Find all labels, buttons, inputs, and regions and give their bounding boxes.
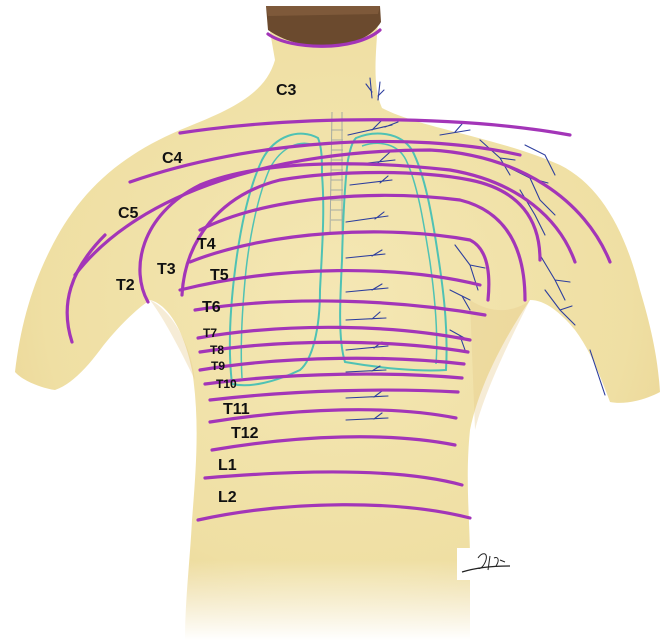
label-t12: T12 xyxy=(231,425,259,442)
label-t5: T5 xyxy=(210,267,229,284)
label-t6: T6 xyxy=(202,299,221,316)
label-t11: T11 xyxy=(223,401,250,418)
label-t2: T2 xyxy=(116,277,135,294)
skin-shading xyxy=(470,300,530,430)
label-t8: T8 xyxy=(210,343,224,357)
label-t4: T4 xyxy=(197,236,216,253)
label-c4: C4 xyxy=(162,150,183,167)
label-l1: L1 xyxy=(218,457,237,474)
label-t9: T9 xyxy=(211,359,225,373)
label-c5: C5 xyxy=(118,205,139,222)
torso-silhouette xyxy=(15,20,660,640)
label-t3: T3 xyxy=(157,261,176,278)
artist-signature xyxy=(457,548,515,580)
label-t7: T7 xyxy=(203,326,217,340)
label-c3: C3 xyxy=(276,82,297,99)
label-l2: L2 xyxy=(218,489,237,506)
bottom-fade xyxy=(150,560,510,640)
label-t10: T10 xyxy=(216,377,237,391)
